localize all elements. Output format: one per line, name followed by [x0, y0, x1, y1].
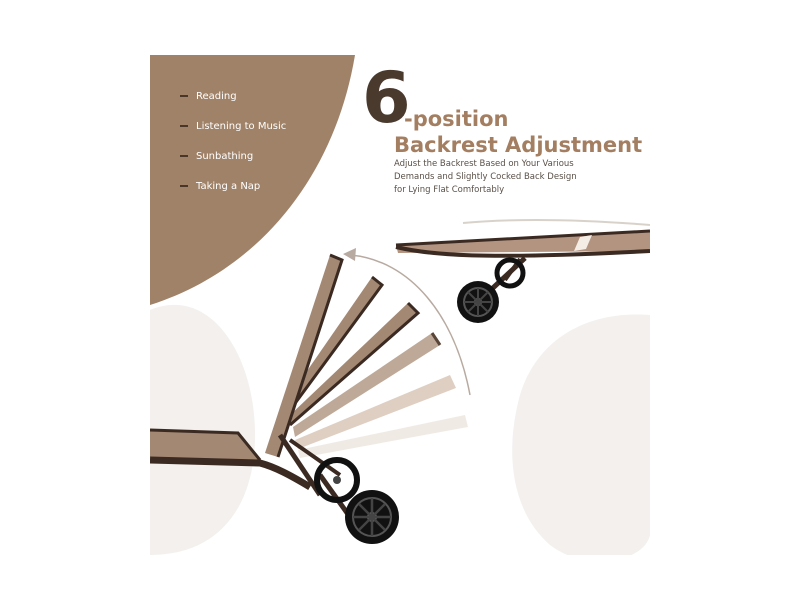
usage-label: Sunbathing [196, 150, 254, 162]
headline-line-2: Backrest Adjustment [394, 133, 643, 157]
usage-label: Taking a Nap [196, 180, 261, 192]
product-panel: Reading Listening to Music Sunbathing Ta… [150, 55, 650, 555]
usage-item: Sunbathing [180, 141, 286, 171]
dash-icon [180, 185, 188, 187]
usage-label: Listening to Music [196, 120, 287, 132]
headline-number: 6 [362, 57, 411, 139]
motion-arc [343, 248, 471, 396]
description-line: Demands and Slightly Cocked Back Design [394, 172, 577, 182]
usage-label: Reading [196, 90, 237, 102]
description-line: Adjust the Backrest Based on Your Variou… [394, 159, 574, 169]
usage-list: Reading Listening to Music Sunbathing Ta… [180, 81, 286, 201]
product-illustration [150, 218, 650, 544]
usage-item: Taking a Nap [180, 171, 286, 201]
dash-icon [180, 155, 188, 157]
main-lounger [150, 428, 399, 544]
backrest-positions [265, 253, 468, 458]
background-graphics [150, 55, 650, 555]
dash-icon [180, 125, 188, 127]
headline-line-1: -position [404, 107, 509, 131]
dash-icon [180, 95, 188, 97]
description: Adjust the Backrest Based on Your Variou… [394, 158, 614, 197]
usage-item: Listening to Music [180, 111, 286, 141]
brown-quarter-disc [150, 55, 355, 305]
description-line: for Lying Flat Comfortably [394, 185, 505, 195]
flat-lounger [395, 218, 650, 323]
usage-item: Reading [180, 81, 286, 111]
watermark-six [150, 304, 650, 555]
